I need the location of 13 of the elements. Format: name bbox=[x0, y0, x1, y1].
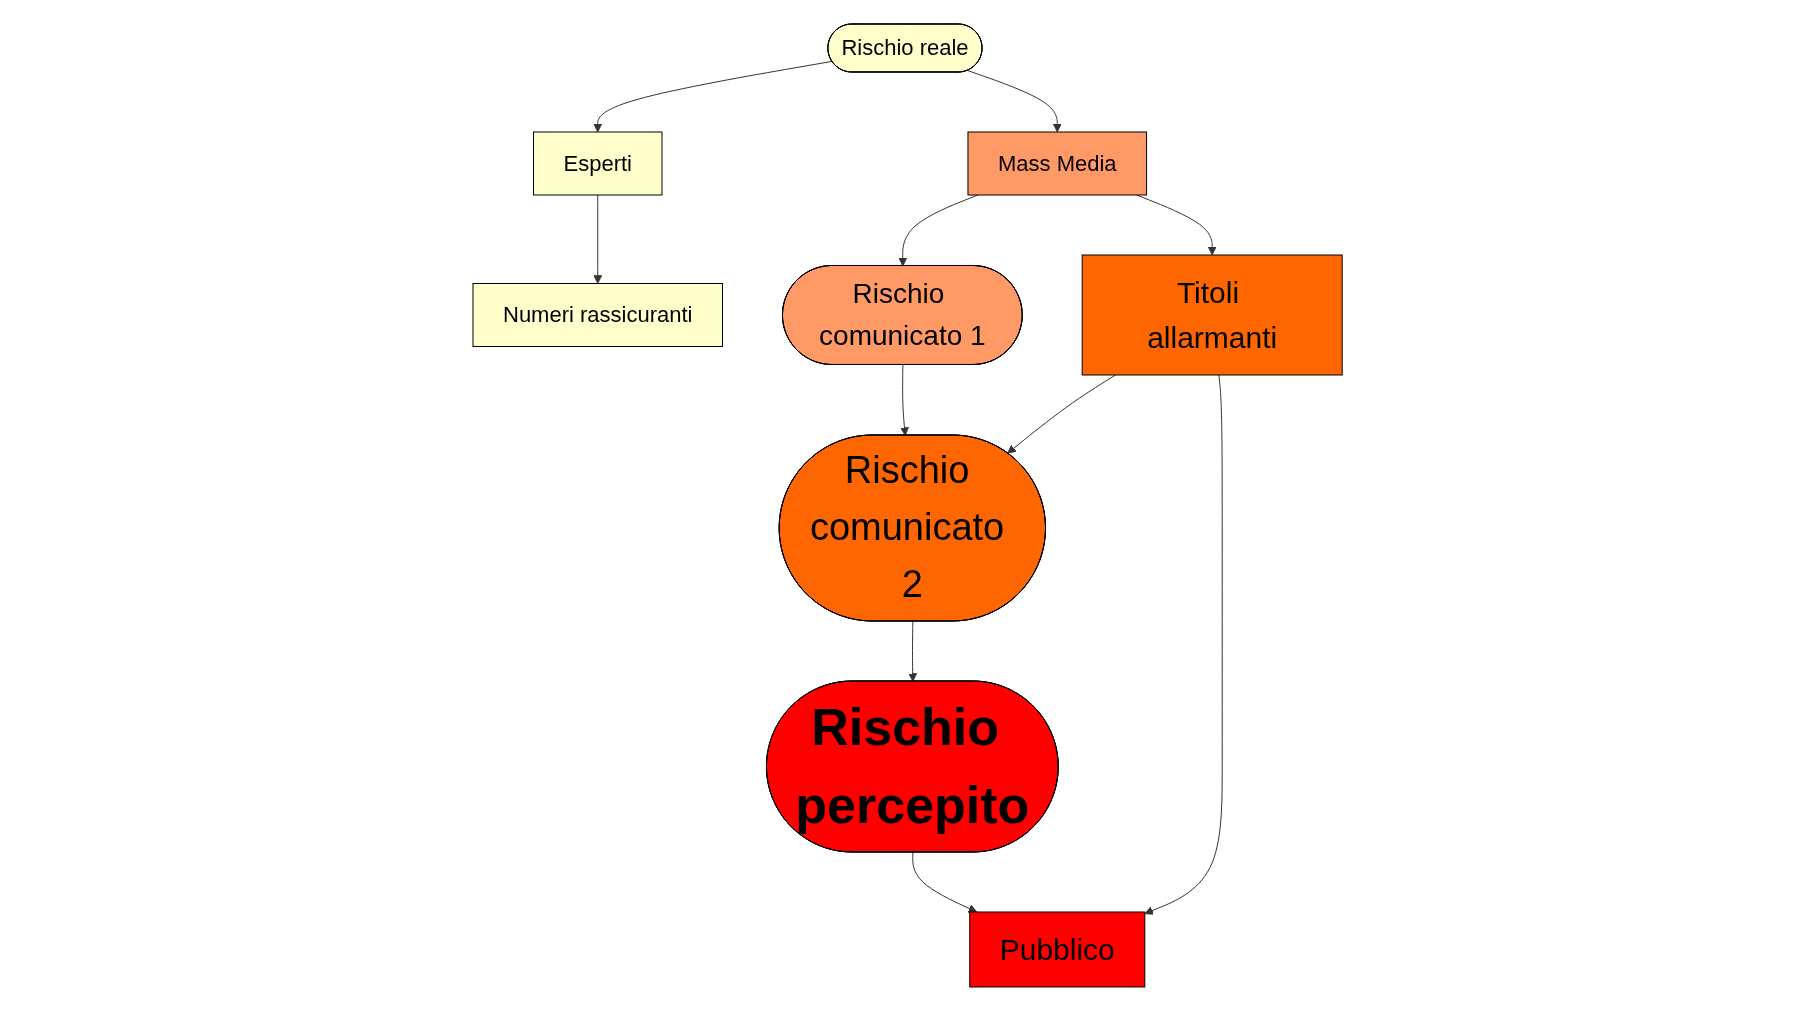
node-box: Titoli allarmanti bbox=[1082, 254, 1344, 376]
node-box: Mass Media bbox=[967, 131, 1148, 196]
arrow bbox=[900, 364, 910, 436]
arrow bbox=[593, 194, 603, 284]
arrow bbox=[912, 852, 978, 913]
node-box: Pubblico bbox=[969, 911, 1146, 988]
arrow bbox=[908, 621, 918, 682]
node-box: Numeri rassicuranti bbox=[472, 283, 724, 347]
arrow bbox=[1007, 374, 1117, 454]
arrow bbox=[593, 60, 834, 133]
arrow bbox=[1144, 374, 1224, 915]
node-box: Esperti bbox=[533, 131, 663, 196]
arrow bbox=[967, 70, 1063, 133]
